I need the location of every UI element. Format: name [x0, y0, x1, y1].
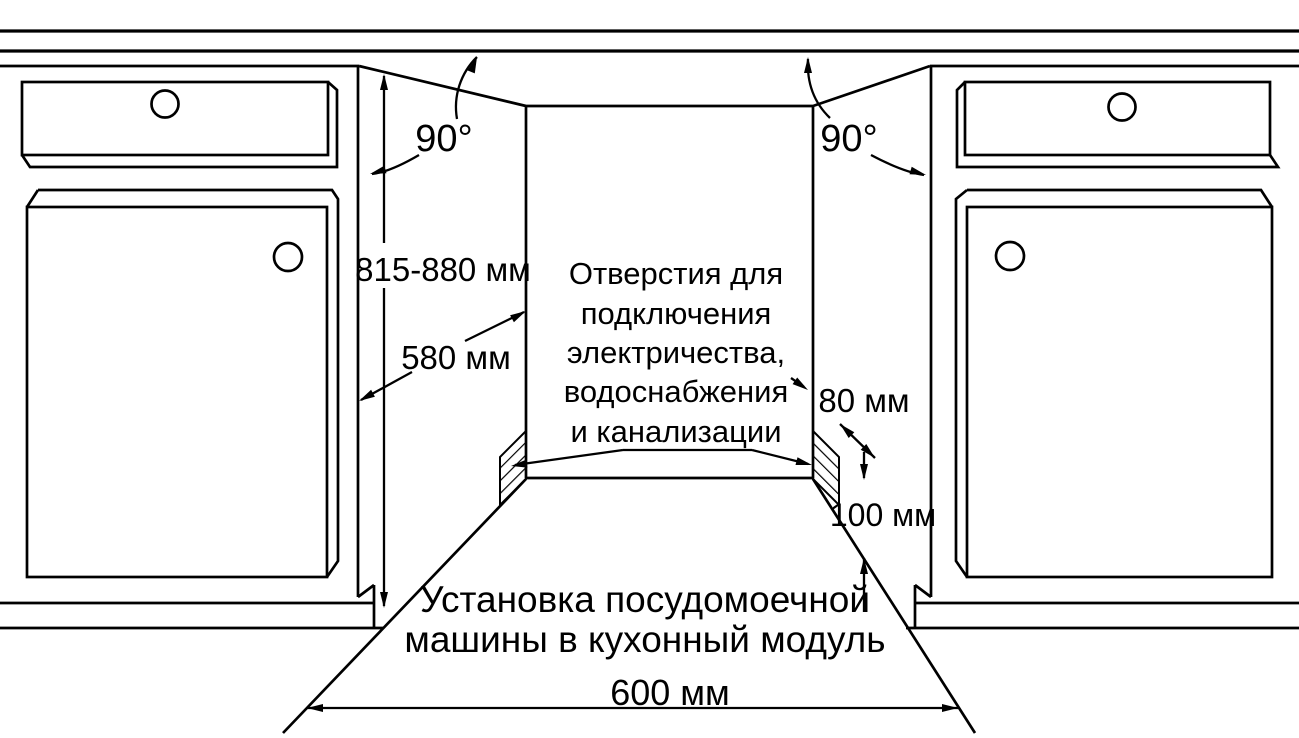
right-drawer-front: [963, 80, 1272, 157]
caption: Установка посудомоечной машины в кухонны…: [404, 579, 885, 660]
niche-note-line-2: подключения: [581, 296, 772, 331]
niche-note: Отверстия для подключения электричества,…: [564, 256, 788, 449]
arrow-up-icon: [804, 57, 812, 73]
hole-width-dimension: 80 мм: [790, 377, 910, 459]
arrow-down-left-icon: [511, 459, 528, 468]
hole-width-label: 80 мм: [818, 382, 909, 419]
left-door-front: [25, 205, 329, 579]
caption-line-1: Установка посудомоечной: [420, 579, 870, 620]
width-dimension: 600 мм: [307, 672, 958, 713]
right-cabinet-outline: [906, 64, 1299, 630]
right-cabinet: [906, 64, 1299, 630]
angle-annotation-right: 90°: [804, 57, 926, 177]
caption-line-2: машины в кухонный модуль: [404, 619, 885, 660]
countertop: [0, 29, 1299, 53]
right-door-knob: [994, 240, 1026, 272]
angle-annotation-left: 90°: [370, 56, 478, 176]
left-drawer-knob: [150, 89, 180, 119]
left-cabinet-outline: [0, 64, 383, 630]
connection-holes: [499, 428, 840, 508]
arrow-down-right-icon: [792, 377, 808, 390]
niche-floor-edges: [282, 478, 977, 734]
arrow-right-icon: [909, 166, 926, 175]
left-door-knob: [272, 241, 304, 273]
right-drawer-knob: [1107, 92, 1137, 122]
niche-note-line-3: электричества,: [567, 335, 785, 370]
left-drawer-bevel: [20, 80, 339, 169]
arrow-left-icon: [370, 165, 387, 174]
right-door-bevel: [954, 188, 1274, 578]
arrow-right-icon: [942, 704, 958, 712]
arrow-down-right-icon: [860, 444, 875, 458]
depth-dimension: 580 мм: [359, 310, 526, 402]
note-leader: [511, 448, 812, 468]
left-cabinet: [0, 64, 383, 630]
arrow-up-left-icon: [840, 424, 855, 438]
arrow-up-icon: [380, 74, 388, 90]
arrow-up-icon: [467, 57, 477, 74]
right-door-front: [965, 205, 1274, 579]
height-dimension: 815-880 мм: [355, 74, 531, 608]
niche-note-line-4: водоснабжения: [564, 374, 788, 409]
arrow-up-right-icon: [510, 311, 526, 323]
hole-offset-label: 100 мм: [830, 497, 936, 533]
arrow-down-icon: [860, 464, 868, 480]
niche: [282, 64, 977, 734]
niche-outline: [358, 64, 931, 480]
depth-label: 580 мм: [401, 339, 511, 376]
height-label: 815-880 мм: [355, 251, 531, 288]
arrow-down-right-icon: [795, 457, 812, 465]
width-label: 600 мм: [610, 672, 730, 713]
arrow-left-icon: [307, 704, 323, 712]
angle-label-right: 90°: [820, 118, 877, 160]
left-drawer-front: [20, 80, 330, 157]
hole-offset-dimension: 100 мм: [830, 452, 936, 612]
arrow-down-left-icon: [359, 389, 375, 401]
angle-arc-upper-left: [454, 56, 478, 120]
arrow-down-icon: [380, 592, 388, 608]
arrow-up-icon: [860, 558, 868, 574]
left-door-bevel: [25, 188, 340, 578]
right-drawer-bevel: [955, 81, 1281, 169]
niche-note-line-1: Отверстия для: [569, 256, 783, 291]
right-connection-hole: [812, 428, 840, 508]
angle-label-left: 90°: [415, 118, 472, 160]
niche-note-line-5: и канализации: [570, 414, 781, 449]
